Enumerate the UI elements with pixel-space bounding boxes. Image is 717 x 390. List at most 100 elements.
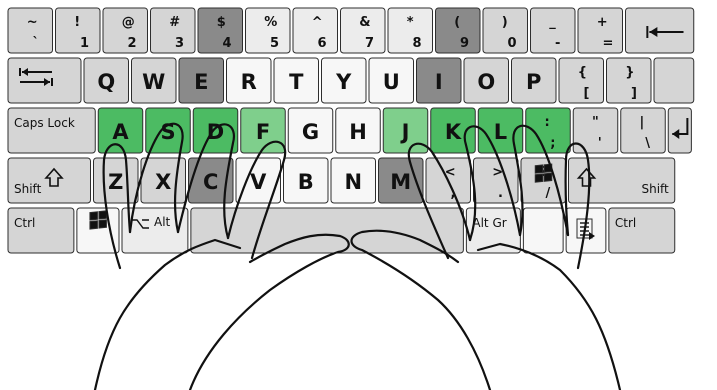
key[interactable]: _- bbox=[531, 8, 576, 53]
key-label: G bbox=[302, 120, 319, 144]
key[interactable]: !1 bbox=[56, 8, 101, 53]
key-label: / bbox=[545, 186, 550, 201]
key[interactable]: Y bbox=[322, 58, 367, 103]
key[interactable]: "' bbox=[573, 108, 618, 153]
key[interactable] bbox=[654, 58, 694, 103]
key-label: Ctrl bbox=[14, 216, 35, 230]
key-label: @ bbox=[122, 15, 135, 30]
key-label: Q bbox=[97, 70, 115, 94]
key-label: \ bbox=[645, 136, 650, 151]
key[interactable] bbox=[626, 8, 694, 53]
key-label: 7 bbox=[365, 36, 374, 51]
key-label: . bbox=[498, 186, 503, 201]
key-label: [ bbox=[583, 86, 589, 101]
key[interactable] bbox=[668, 108, 691, 153]
key[interactable]: {[ bbox=[559, 58, 604, 103]
key-label: 8 bbox=[412, 36, 421, 51]
key[interactable]: Ctrl bbox=[609, 208, 675, 253]
key-label: O bbox=[477, 70, 495, 94]
key[interactable]: )0 bbox=[483, 8, 528, 53]
key-label: C bbox=[203, 170, 218, 194]
key[interactable] bbox=[77, 208, 119, 253]
key[interactable]: ^6 bbox=[293, 8, 338, 53]
key[interactable]: I bbox=[417, 58, 462, 103]
key[interactable]: *8 bbox=[388, 8, 433, 53]
key-label: $ bbox=[217, 15, 226, 30]
key-label: I bbox=[435, 70, 443, 94]
key-label: R bbox=[241, 70, 257, 94]
key[interactable]: W bbox=[132, 58, 177, 103]
key[interactable]: Ctrl bbox=[8, 208, 74, 253]
key-label: # bbox=[169, 15, 180, 30]
key-label: L bbox=[494, 120, 507, 144]
key-label: W bbox=[142, 70, 165, 94]
key-cap bbox=[523, 208, 563, 253]
key[interactable]: @2 bbox=[103, 8, 148, 53]
key-label: A bbox=[112, 120, 129, 144]
key-label: ` bbox=[32, 36, 39, 51]
key-label: H bbox=[349, 120, 367, 144]
key[interactable]: R bbox=[227, 58, 272, 103]
key[interactable]: T bbox=[274, 58, 319, 103]
key[interactable]: += bbox=[578, 8, 623, 53]
key-label: & bbox=[359, 15, 370, 30]
key[interactable]: J bbox=[383, 108, 428, 153]
key-label: J bbox=[400, 120, 410, 144]
key[interactable]: Q bbox=[84, 58, 129, 103]
key-label: : bbox=[544, 115, 549, 130]
key[interactable]: G bbox=[288, 108, 333, 153]
key-label: 1 bbox=[80, 36, 89, 51]
key[interactable]: O bbox=[464, 58, 509, 103]
key[interactable]: N bbox=[331, 158, 376, 203]
key[interactable]: #3 bbox=[151, 8, 196, 53]
key[interactable]: K bbox=[431, 108, 476, 153]
left-thumb bbox=[190, 235, 349, 390]
key[interactable]: Shift bbox=[569, 158, 675, 203]
key[interactable]: ~` bbox=[8, 8, 53, 53]
key-cap bbox=[626, 8, 694, 53]
key[interactable]: D bbox=[193, 108, 238, 153]
key-cap bbox=[8, 208, 74, 253]
key[interactable]: B bbox=[284, 158, 329, 203]
key-label: K bbox=[445, 120, 462, 144]
key[interactable] bbox=[8, 58, 81, 103]
key[interactable]: Caps Lock bbox=[8, 108, 95, 153]
key-label: | bbox=[639, 115, 644, 130]
key[interactable]: F bbox=[241, 108, 286, 153]
key[interactable]: %5 bbox=[246, 8, 291, 53]
key-label: Shift bbox=[641, 182, 669, 196]
key[interactable]: (9 bbox=[436, 8, 481, 53]
left-hand-palm bbox=[95, 240, 240, 390]
key[interactable]: P bbox=[512, 58, 557, 103]
key[interactable]: $4 bbox=[198, 8, 243, 53]
key-label: M bbox=[390, 170, 411, 194]
key-label: " bbox=[592, 115, 599, 130]
key-label: ^ bbox=[312, 15, 323, 30]
key-label: 9 bbox=[460, 36, 469, 51]
key[interactable]: }] bbox=[607, 58, 652, 103]
key-label: P bbox=[526, 70, 541, 94]
key-label: 3 bbox=[175, 36, 184, 51]
key-label: N bbox=[344, 170, 362, 194]
right-hand-palm bbox=[478, 244, 620, 390]
key-label: ! bbox=[74, 15, 80, 30]
key[interactable]: H bbox=[336, 108, 381, 153]
key[interactable]: E bbox=[179, 58, 224, 103]
key-label: ' bbox=[598, 136, 602, 151]
key[interactable]: V bbox=[236, 158, 281, 203]
key-label: B bbox=[298, 170, 314, 194]
key-cap bbox=[609, 208, 675, 253]
key-label: - bbox=[555, 36, 560, 51]
key-label: _ bbox=[549, 15, 556, 30]
key[interactable]: |\ bbox=[621, 108, 666, 153]
key[interactable]: &7 bbox=[341, 8, 386, 53]
key-label: Z bbox=[108, 170, 123, 194]
key[interactable]: Shift bbox=[8, 158, 91, 203]
key-label: ) bbox=[502, 15, 508, 30]
key-label: } bbox=[625, 65, 634, 80]
key[interactable]: Z bbox=[94, 158, 139, 203]
key-label: Caps Lock bbox=[14, 116, 75, 130]
key[interactable]: U bbox=[369, 58, 414, 103]
key-label: % bbox=[264, 15, 277, 30]
